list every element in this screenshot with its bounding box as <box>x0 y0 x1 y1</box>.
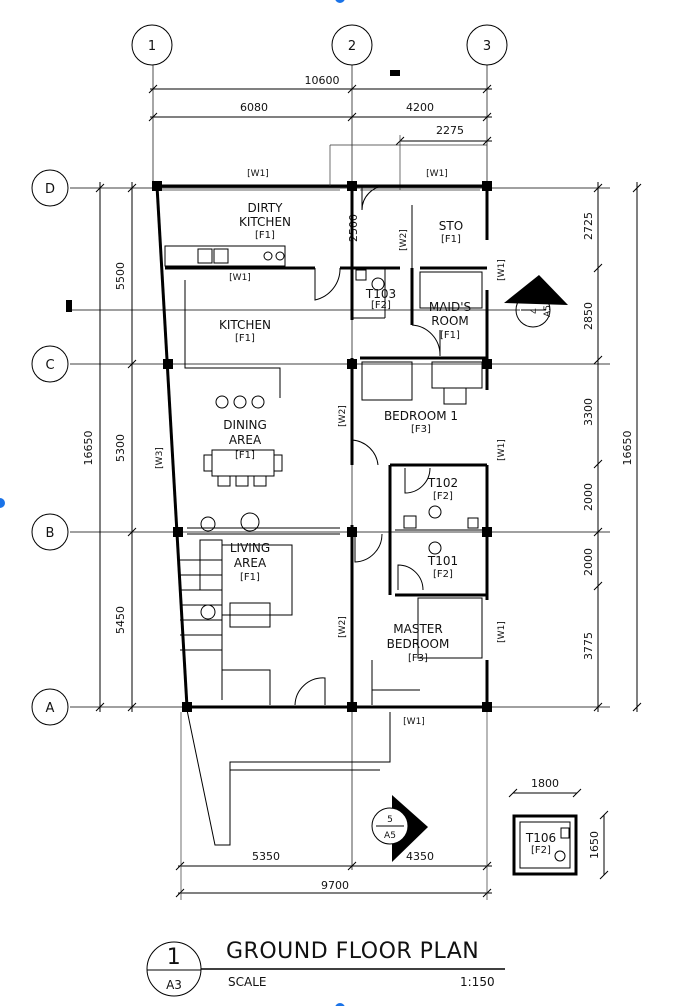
t102-finish: [F2] <box>433 491 453 502</box>
svg-text:[F2]: [F2] <box>531 845 551 856</box>
maids-room-label-1: MAID'S <box>429 300 471 314</box>
dim-bottom-right: 4350 <box>406 850 434 863</box>
grid-lines <box>70 65 610 870</box>
sto-finish: [F1] <box>441 234 461 245</box>
master-finish: [F3] <box>408 653 428 664</box>
title-number: 1 <box>167 945 182 970</box>
dim-left-3: 5450 <box>114 606 127 634</box>
t101-label: T101 <box>427 554 458 568</box>
wall-tag-w1-kitchen: [W1] <box>229 273 251 283</box>
wall-tag-w3: [W3] <box>155 447 165 469</box>
wall-tag-w1-master: [W1] <box>497 621 507 643</box>
dim-right-1: 2725 <box>582 212 595 240</box>
dim-right-total: 16650 <box>621 431 634 466</box>
dim-top-left: 6080 <box>240 101 268 114</box>
grid-bubble-c: C <box>31 345 69 383</box>
dim-left-2: 5300 <box>114 434 127 462</box>
dim-cubicle-depth: 1650 <box>588 831 601 859</box>
living-label-1: LIVING <box>230 541 270 555</box>
dirty-kitchen-label-2: KITCHEN <box>239 215 291 229</box>
svg-text:1: 1 <box>148 39 156 54</box>
dining-label-2: AREA <box>229 433 262 447</box>
dim-bottom-left: 5350 <box>252 850 280 863</box>
dim-top-sub: 2275 <box>436 124 464 137</box>
walls <box>155 144 489 709</box>
grid-bubble-b: B <box>31 513 69 551</box>
dim-right-2: 2850 <box>582 302 595 330</box>
dim-bottom-total: 9700 <box>321 879 349 892</box>
wall-tag-w2-master: [W2] <box>338 616 348 638</box>
svg-text:D: D <box>45 182 55 197</box>
svg-text:4: 4 <box>530 308 540 314</box>
t106-detail: 1800 1650 T106 [F2] <box>508 777 609 880</box>
sto-label: STO <box>439 219 463 233</box>
maids-room-label-2: ROOM <box>431 314 469 328</box>
wall-tag-w2-bedroom: [W2] <box>338 405 348 427</box>
svg-text:2: 2 <box>348 39 356 54</box>
dim-cubicle-width: 1800 <box>531 777 559 790</box>
plan-title: GROUND FLOOR PLAN <box>226 939 479 964</box>
svg-text:B: B <box>46 526 55 541</box>
title-sheet: A3 <box>166 978 182 992</box>
master-label-2: BEDROOM <box>387 637 450 651</box>
kitchen-finish: [F1] <box>235 333 255 344</box>
dimension-lines <box>95 84 642 900</box>
svg-text:C: C <box>45 358 54 373</box>
wall-tag-w1-bottom: [W1] <box>403 717 425 727</box>
svg-text:A5: A5 <box>543 305 553 317</box>
scale-label: SCALE <box>228 975 266 989</box>
grid-bubble-1: 1 <box>131 24 173 66</box>
t103-label: T103 <box>365 287 396 301</box>
t102-label: T102 <box>427 476 458 490</box>
grid-bubble-a: A <box>31 688 69 726</box>
grid-bubble-2: 2 <box>331 24 373 66</box>
dim-right-5: 2000 <box>582 548 595 576</box>
wall-tag-w2-sto: [W2] <box>399 229 409 251</box>
dining-label-1: DINING <box>223 418 267 432</box>
dining-finish: [F1] <box>235 450 255 461</box>
maids-room-finish: [F1] <box>440 330 460 341</box>
svg-text:T106: T106 <box>525 831 556 845</box>
kitchen-label: KITCHEN <box>219 318 271 332</box>
svg-text:A5: A5 <box>384 831 396 841</box>
t101-finish: [F2] <box>433 569 453 580</box>
dim-top-total: 10600 <box>305 74 340 87</box>
svg-text:A: A <box>46 701 55 716</box>
grid-bubble-3: 3 <box>466 24 508 66</box>
dirty-kitchen-label-1: DIRTY <box>248 201 284 215</box>
dim-right-6: 3775 <box>582 632 595 660</box>
section-marker-south: 5 A5 <box>371 795 428 862</box>
structural-columns <box>66 70 492 712</box>
wall-tag-w1-bedroom1: [W1] <box>497 439 507 461</box>
wall-tag-w1-maids: [W1] <box>497 259 507 281</box>
scale-value: 1:150 <box>460 975 495 989</box>
bedroom1-label: BEDROOM 1 <box>384 409 458 423</box>
dim-right-3: 3300 <box>582 398 595 426</box>
svg-text:5: 5 <box>387 815 393 825</box>
svg-text:3: 3 <box>483 39 491 54</box>
master-label-1: MASTER <box>393 622 442 636</box>
living-finish: [F1] <box>240 572 260 583</box>
bedroom1-finish: [F3] <box>411 424 431 435</box>
dirty-kitchen-finish: [F1] <box>255 230 275 241</box>
wall-tag-w1-top-right: [W1] <box>426 169 448 179</box>
title-block: 1 A3 GROUND FLOOR PLAN SCALE 1:150 <box>146 939 505 997</box>
grid-bubble-d: D <box>31 169 69 207</box>
living-label-2: AREA <box>234 556 267 570</box>
furniture <box>164 245 483 846</box>
dim-top-right: 4200 <box>406 101 434 114</box>
doors <box>294 185 441 706</box>
dim-right-4: 2000 <box>582 483 595 511</box>
dim-left-1: 5500 <box>114 262 127 290</box>
section-marker-east: 4 A5 <box>504 275 568 328</box>
t103-finish: [F2] <box>371 300 391 311</box>
selection-handles[interactable] <box>0 0 345 1006</box>
dim-left-total: 16650 <box>82 431 95 466</box>
wall-tag-w1-top-left: [W1] <box>247 169 269 179</box>
